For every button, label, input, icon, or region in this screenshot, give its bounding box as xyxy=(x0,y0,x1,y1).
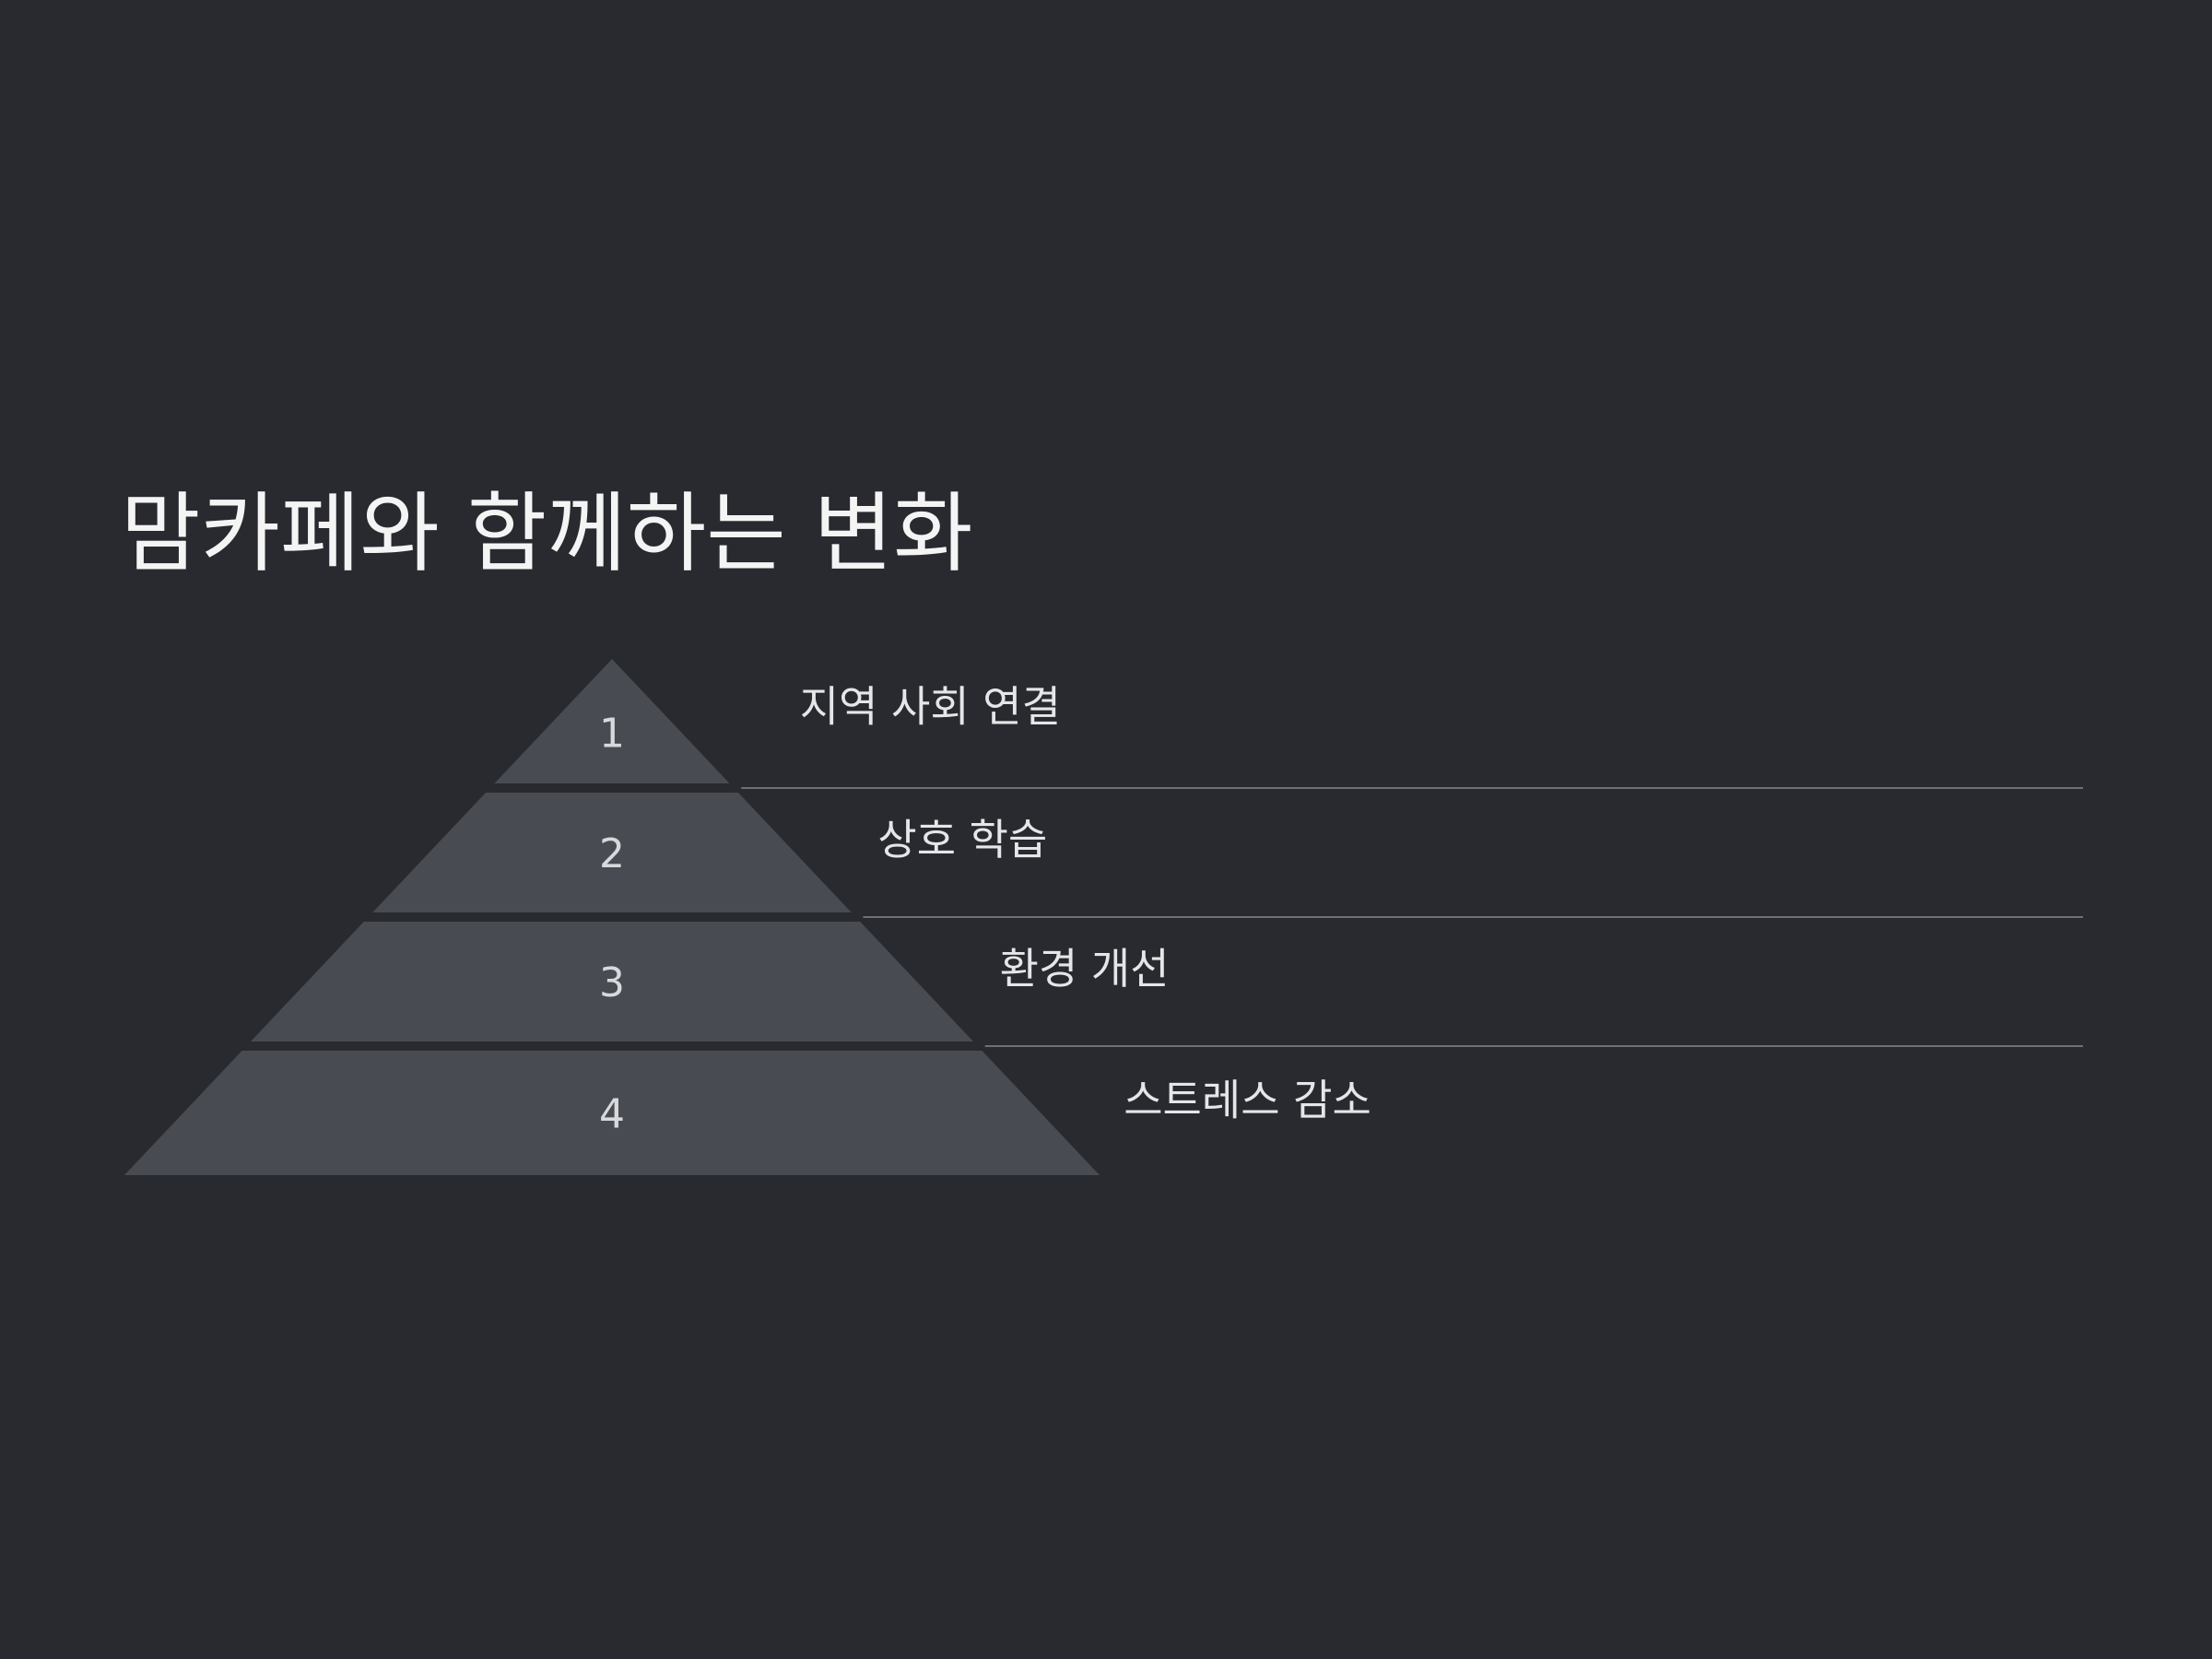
tier-number-1: 1 xyxy=(599,711,625,758)
tier-label-4: 스트레스 감소 xyxy=(1124,1076,1371,1125)
tier-number-2: 2 xyxy=(599,830,625,877)
pyramid-tier-3 xyxy=(250,922,974,1041)
tier-label-2: 상호 학습 xyxy=(877,815,1047,865)
pyramid-tier-2 xyxy=(372,793,852,912)
tier-number-3: 3 xyxy=(599,959,625,1006)
pyramid-tier-4 xyxy=(124,1051,1100,1175)
tier-number-4: 4 xyxy=(599,1091,625,1138)
tier-label-1: 지역 사회 연결 xyxy=(800,682,1061,732)
tier-label-3: 환경 개선 xyxy=(1000,944,1170,994)
pyramid-tier-1 xyxy=(494,659,730,783)
page-title: 맘카페와 함께하는 변화 xyxy=(121,484,973,584)
